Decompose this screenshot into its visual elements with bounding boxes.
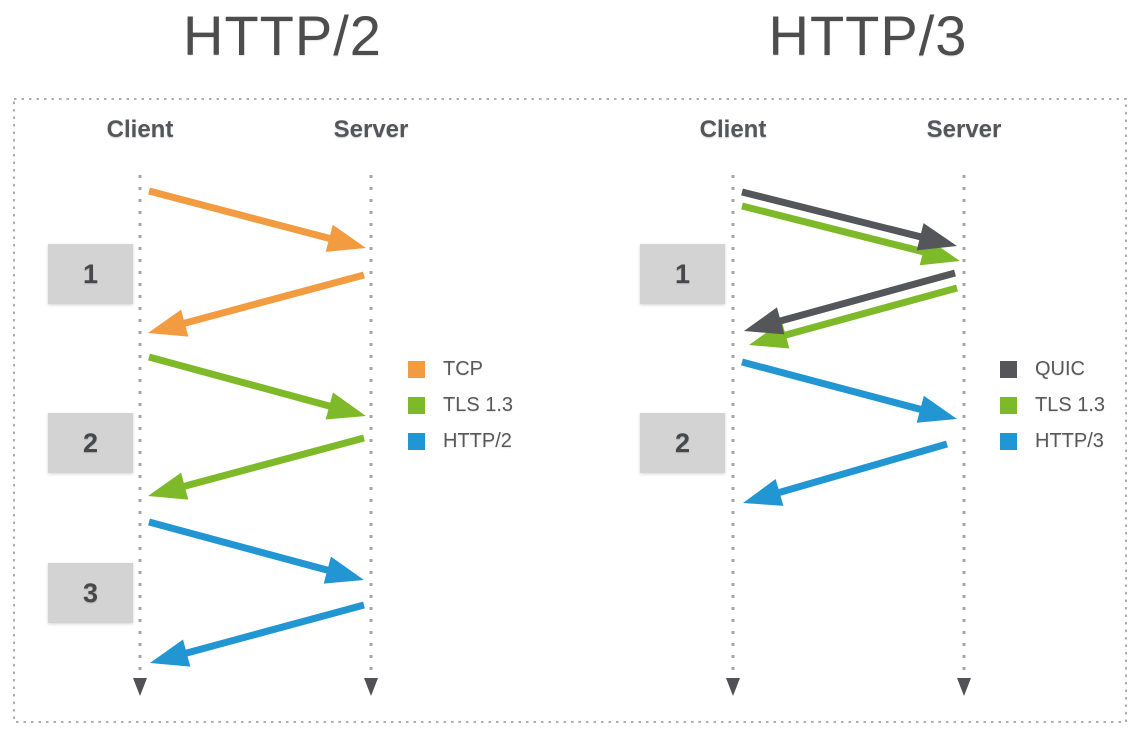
message-arrow-shaft-quic <box>741 188 929 243</box>
message-arrow-shaft-http3 <box>741 358 929 415</box>
step-box-1: 1 <box>640 244 725 304</box>
message-arrow-shaft-tls <box>777 284 958 341</box>
legend-label: QUIC <box>1035 357 1085 380</box>
message-arrow-shaft-http3 <box>770 440 948 499</box>
message-arrow-shaft-tcp <box>176 271 365 329</box>
legend-item: TCP <box>408 351 513 387</box>
message-arrow-head-tls <box>148 472 189 500</box>
outer-dotted-border <box>13 98 1127 723</box>
legend-item: HTTP/2 <box>408 423 513 459</box>
message-arrow-head-http3 <box>916 395 957 423</box>
message-arrow-head-quic <box>744 307 785 335</box>
legend-swatch-tls <box>1000 396 1017 414</box>
message-arrow-head-http3 <box>743 478 784 506</box>
message-arrow-head-quic <box>916 223 957 251</box>
message-arrow-shaft-tls <box>148 353 338 412</box>
legend-swatch-quic <box>1000 360 1017 378</box>
message-arrow-shaft-tls <box>176 434 365 492</box>
lifeline-end-arrow-icon <box>364 678 378 696</box>
message-arrow-head-tcp <box>148 309 189 337</box>
lifeline-end-arrow-icon <box>726 678 740 696</box>
panel-title-http2: HTTP/2 <box>183 4 382 67</box>
step-box-3: 3 <box>48 563 133 623</box>
message-arrow-shaft-quic <box>771 269 956 327</box>
legend-label: TLS 1.3 <box>1035 393 1106 416</box>
legend-http2: TCP TLS 1.3 HTTP/2 <box>408 351 513 459</box>
message-arrow-head-http2 <box>323 556 364 584</box>
sequence-graphics <box>13 98 1127 723</box>
legend-http3: QUIC TLS 1.3 HTTP/3 <box>1000 351 1105 459</box>
legend-item: HTTP/3 <box>1000 423 1105 459</box>
actor-label-server: Server <box>333 116 409 143</box>
legend-label: HTTP/3 <box>1035 429 1104 452</box>
legend-item: TLS 1.3 <box>408 387 513 423</box>
step-box-2: 2 <box>640 413 725 473</box>
legend-label: HTTP/2 <box>443 429 512 452</box>
http3-lane-graphics <box>726 175 971 696</box>
lifeline-end-arrow-icon <box>957 678 971 696</box>
message-arrow-head-tls <box>325 392 366 420</box>
legend-item: TLS 1.3 <box>1000 387 1105 423</box>
actor-label-server: Server <box>926 116 1002 143</box>
message-arrow-shaft-tls <box>741 202 932 258</box>
diagram-frame: Client Server Client Server 1 2 3 1 2 TC… <box>13 98 1127 723</box>
message-arrow-shaft-tcp <box>148 187 338 244</box>
message-arrow-shaft-http2 <box>148 518 336 576</box>
lifeline-end-arrow-icon <box>133 678 147 696</box>
http2-lane-graphics <box>133 175 378 696</box>
message-arrow-head-tcp <box>325 224 366 252</box>
legend-label: TCP <box>443 357 483 380</box>
panel-title-http3: HTTP/3 <box>768 4 968 67</box>
legend-item: QUIC <box>1000 351 1105 387</box>
message-arrow-head-http2 <box>150 639 191 667</box>
legend-swatch-tls <box>408 396 425 414</box>
legend-swatch-http2 <box>408 432 425 450</box>
message-arrow-shaft-http2 <box>178 601 365 659</box>
actor-label-client: Client <box>699 116 767 143</box>
legend-swatch-http3 <box>1000 432 1017 450</box>
legend-swatch-tcp <box>408 360 425 378</box>
legend-label: TLS 1.3 <box>443 393 514 416</box>
step-box-2: 2 <box>48 413 133 473</box>
actor-label-client: Client <box>106 116 174 143</box>
step-box-1: 1 <box>48 244 133 304</box>
